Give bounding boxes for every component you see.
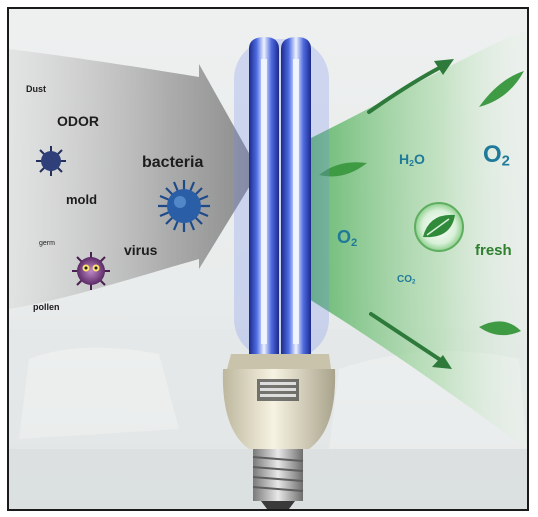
germ-icon [72, 252, 110, 290]
uv-lamp [234, 37, 329, 359]
arrow-up-icon [367, 59, 454, 114]
mold-label: mold [66, 192, 98, 207]
carbon-dioxide-label: CO2 [397, 274, 416, 286]
oxygen-large-label: O2 [483, 141, 510, 170]
germ-label: germ [39, 240, 55, 247]
arrow-down-icon [369, 312, 452, 369]
dust-label: Dust [26, 84, 46, 94]
bacteria-icon [158, 180, 210, 232]
fresh-label: fresh [475, 242, 512, 259]
leaf-icon [319, 71, 524, 336]
mold-icon [36, 146, 66, 176]
virus-label: virus [124, 242, 158, 258]
oxygen-small-label: O2 [337, 227, 358, 249]
pollution-flow-arrow [9, 49, 259, 309]
uv-lamp-illustration: Dust ODOR mold germ virus pollen bacteri… [7, 7, 529, 511]
pollen-label: pollen [33, 302, 60, 312]
scene-graphics [9, 29, 527, 509]
bacteria-label: bacteria [142, 154, 204, 171]
leaf-orb-icon [414, 202, 464, 252]
odor-label: ODOR [57, 113, 99, 129]
lamp-base-icon [222, 354, 336, 509]
water-label: H2O [399, 151, 425, 169]
